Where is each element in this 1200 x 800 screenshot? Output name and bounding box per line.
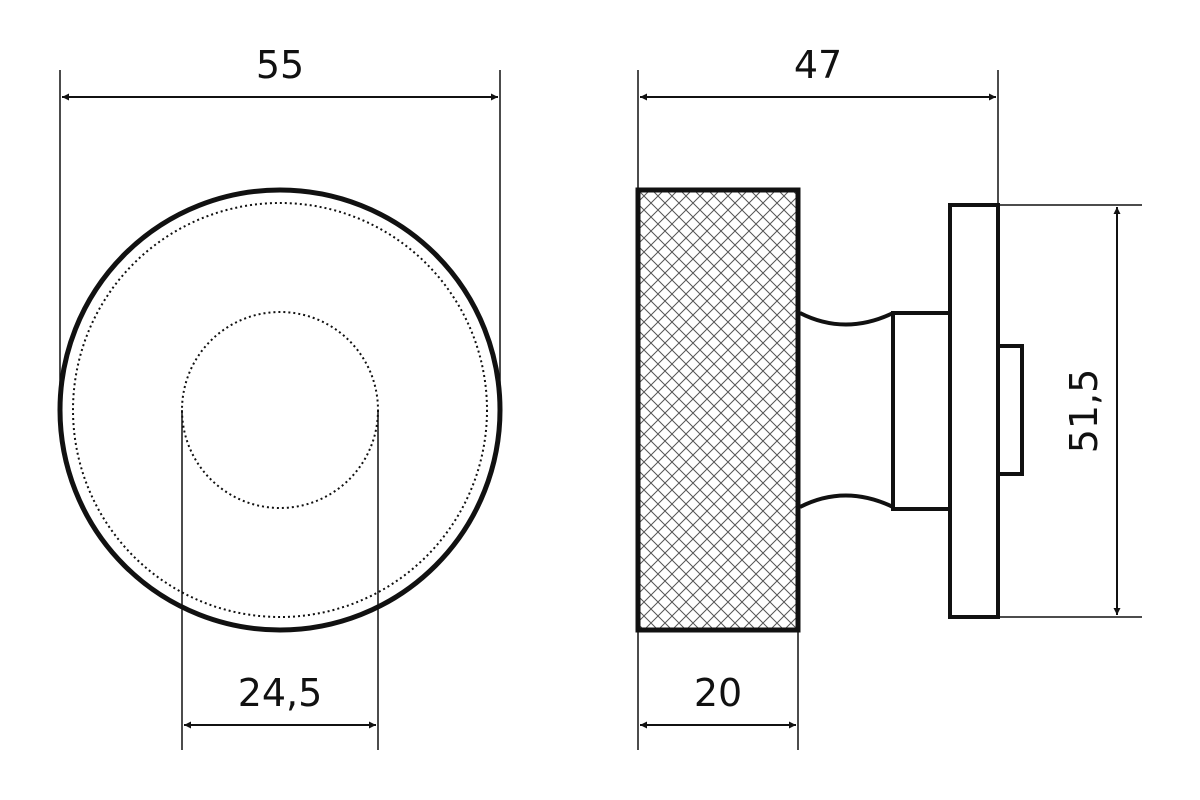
dimension-label-20: 20: [694, 671, 742, 715]
neck-top: [799, 311, 894, 327]
dimension-20: 20: [640, 671, 796, 729]
dimension-51-5: 51,5: [1062, 207, 1121, 615]
center-dotted-circle: [181, 311, 379, 509]
dimension-label-24-5: 24,5: [238, 671, 323, 715]
inner-dotted-circle: [72, 202, 488, 618]
rose: [948, 203, 1000, 619]
side-view: [635, 70, 1142, 750]
dimension-24-5: 24,5: [184, 671, 376, 729]
front-view: [57, 70, 503, 750]
neck-bottom: [799, 493, 894, 509]
tab: [996, 344, 1024, 476]
outer-circle: [57, 187, 503, 633]
knurled-knob: [635, 187, 801, 633]
dimension-label-47: 47: [794, 43, 842, 87]
collar: [891, 311, 952, 511]
dimension-label-55: 55: [256, 43, 304, 87]
dimension-55: 55: [62, 43, 498, 101]
dimension-47: 47: [640, 43, 996, 101]
dimension-label-51-5: 51,5: [1062, 369, 1106, 454]
